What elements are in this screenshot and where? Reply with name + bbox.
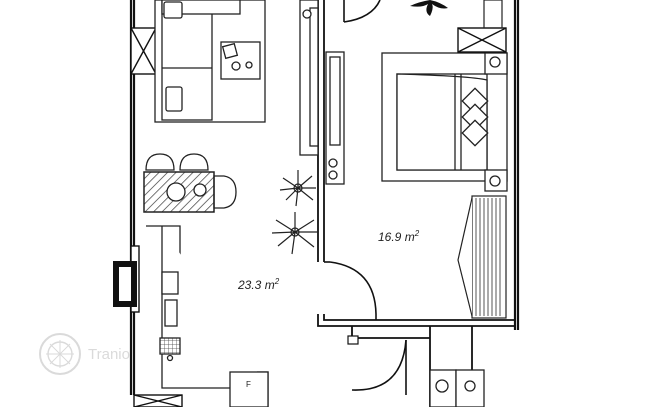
armchair-icons: [163, 1, 183, 112]
bathroom-door: [351, 339, 407, 395]
plant-icon: [279, 170, 316, 207]
small-fixture: [347, 335, 359, 345]
plant-icon: [410, 0, 448, 16]
washing-machine: [429, 369, 485, 407]
watermark-text: Tranio: [88, 345, 130, 363]
area-label-living-kitchen: 23.3 m2: [238, 277, 279, 292]
bedroom-shelf: [483, 0, 503, 29]
area-value: 23.3: [238, 278, 262, 292]
area-value: 16.9: [378, 230, 402, 244]
tv-unit: [299, 0, 345, 185]
dining-chairs: [145, 153, 237, 209]
bedroom-door: [324, 261, 377, 320]
left-window-top: [130, 27, 157, 75]
wardrobe: [457, 195, 507, 319]
kitchen-counter: [146, 225, 269, 407]
watermark-logo-icon: [39, 333, 81, 375]
area-unit-power: 2: [274, 277, 280, 286]
area-unit-power: 2: [414, 229, 420, 238]
area-label-bedroom: 16.9 m2: [378, 229, 419, 244]
area-unit: m: [264, 278, 275, 292]
bottom-window: [133, 394, 183, 407]
plant-icon: [271, 212, 318, 255]
radiator: [113, 261, 137, 307]
nightstands: [484, 52, 508, 192]
watermark: Tranio: [38, 332, 130, 376]
area-unit: m: [404, 230, 415, 244]
top-door: [343, 0, 381, 23]
dining-table: [143, 171, 215, 213]
bedroom-window: [457, 27, 507, 53]
fridge: [229, 371, 269, 407]
coffee-table: [220, 41, 261, 80]
fridge-label: F: [246, 380, 251, 389]
